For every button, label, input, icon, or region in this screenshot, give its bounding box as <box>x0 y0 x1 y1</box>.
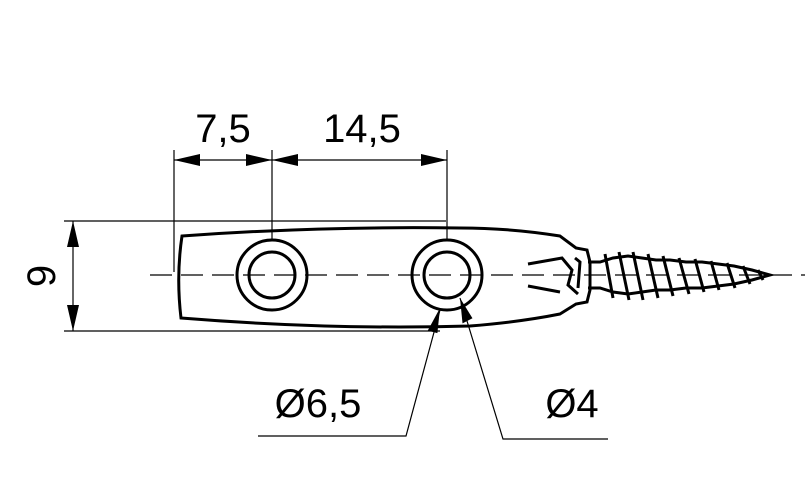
dimension-line-9 <box>67 221 79 331</box>
label-outer-diameter: Ø6,5 <box>275 382 362 426</box>
label-inner-diameter: Ø4 <box>545 382 598 426</box>
leader-outer-diameter <box>258 308 441 437</box>
label-spacing-second: 14,5 <box>323 107 401 151</box>
leader-inner-diameter <box>459 297 608 440</box>
plate-outline <box>177 226 592 329</box>
screw-neck <box>527 256 582 296</box>
extension-lines <box>64 150 448 332</box>
hole-left <box>235 238 309 312</box>
label-height: 9 <box>20 265 64 287</box>
hole-right <box>410 238 484 312</box>
label-spacing-first: 7,5 <box>195 107 251 151</box>
dimension-line-7-5 <box>174 154 272 166</box>
dimension-line-14-5 <box>272 154 447 166</box>
screw-thread <box>588 251 776 301</box>
